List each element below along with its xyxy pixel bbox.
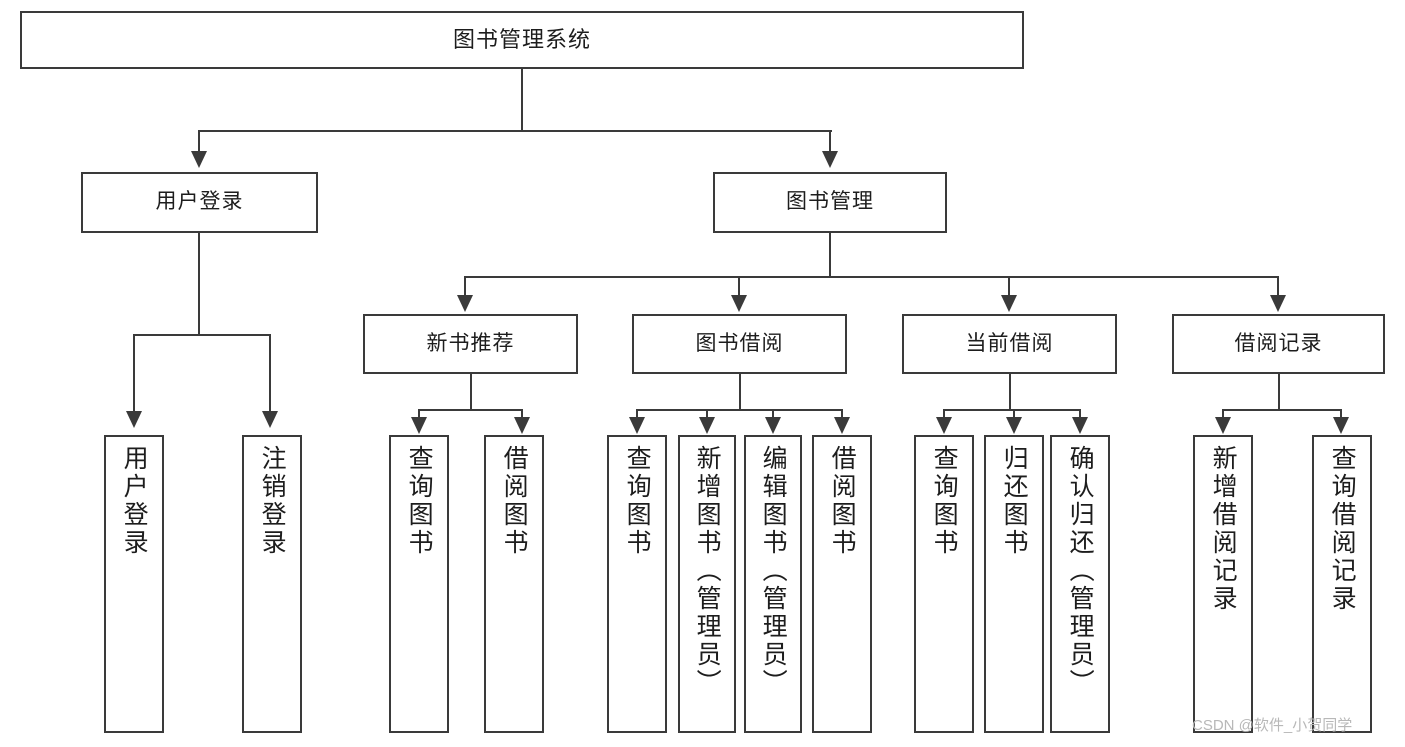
connector-root-bus [198, 130, 832, 132]
connector-cb-leg-2 [1013, 409, 1015, 418]
leaf-current-borrow-3[interactable]: 确认归还（管理员） [1050, 435, 1110, 733]
leaf-new-book-recommend-1[interactable]: 查询图书 [389, 435, 449, 733]
leaf-new-book-recommend-2[interactable]: 借阅图书 [484, 435, 544, 733]
arrowhead-br-leaf-2 [1333, 417, 1349, 434]
connector-user-login-trunk [198, 233, 200, 335]
node-label: 查询图书 [930, 445, 959, 557]
node-label: 当前借阅 [965, 331, 1054, 355]
node-label: 用户登录 [120, 445, 149, 557]
connector-br-trunk [1278, 374, 1280, 410]
connector-user-login-bus [133, 334, 270, 336]
connector-bb-bus [636, 409, 843, 411]
node-user-login[interactable]: 用户登录 [81, 172, 318, 233]
connector-nbr-leg-2 [521, 409, 523, 418]
arrowhead-cb-leaf-2 [1006, 417, 1022, 434]
connector-bb-leg-1 [636, 409, 638, 418]
node-label: 归还图书 [1000, 445, 1029, 557]
arrowhead-nbr-leaf-1 [411, 417, 427, 434]
leaf-user-login-2[interactable]: 注销登录 [242, 435, 302, 733]
node-book-borrow[interactable]: 图书借阅 [632, 314, 847, 374]
arrowhead-cb-leaf-1 [936, 417, 952, 434]
leaf-borrow-record-2[interactable]: 查询借阅记录 [1312, 435, 1372, 733]
node-label: 图书管理 [786, 190, 874, 214]
connector-bm-leg-1 [464, 276, 466, 296]
arrowhead-nbr-leaf-2 [514, 417, 530, 434]
connector-book-management-bus [464, 276, 1279, 278]
connector-br-leg-1 [1222, 409, 1224, 418]
arrowhead-user-login-leaf-2 [262, 411, 278, 428]
arrowhead-bb-leaf-3 [765, 417, 781, 434]
connector-book-management-trunk [829, 233, 831, 277]
node-label: 确认归还（管理员） [1066, 445, 1095, 697]
connector-user-login-leg-1 [133, 334, 135, 412]
node-label: 图书借阅 [695, 331, 784, 355]
node-label: 编辑图书（管理员） [759, 445, 788, 697]
node-label: 新增借阅记录 [1209, 445, 1238, 613]
connector-root-leg-right [829, 130, 831, 152]
node-label: 借阅图书 [500, 445, 529, 557]
connector-bm-leg-3 [1008, 276, 1010, 296]
connector-nbr-bus [418, 409, 523, 411]
node-book-management[interactable]: 图书管理 [713, 172, 947, 233]
connector-cb-leg-1 [943, 409, 945, 418]
connector-nbr-trunk [470, 374, 472, 410]
node-label: 查询图书 [623, 445, 652, 557]
connector-cb-leg-3 [1079, 409, 1081, 418]
node-label: 用户登录 [155, 190, 244, 214]
arrowhead-to-new-book-recommend [457, 295, 473, 312]
connector-user-login-leg-2 [269, 334, 271, 412]
node-current-borrow[interactable]: 当前借阅 [902, 314, 1117, 374]
node-label: 借阅记录 [1234, 331, 1323, 355]
connector-bb-leg-3 [772, 409, 774, 418]
node-label: 新增图书（管理员） [693, 445, 722, 697]
node-label: 借阅图书 [828, 445, 857, 557]
connector-nbr-leg-1 [418, 409, 420, 418]
node-borrow-record[interactable]: 借阅记录 [1172, 314, 1385, 374]
leaf-user-login-1[interactable]: 用户登录 [104, 435, 164, 733]
connector-root-leg-left [198, 130, 200, 152]
connector-root-trunk [521, 69, 523, 131]
connector-br-bus [1222, 409, 1342, 411]
arrowhead-bb-leaf-1 [629, 417, 645, 434]
connector-cb-trunk [1009, 374, 1011, 410]
node-label: 查询图书 [405, 445, 434, 557]
connector-br-leg-2 [1340, 409, 1342, 418]
node-label: 新书推荐 [426, 331, 515, 355]
leaf-current-borrow-2[interactable]: 归还图书 [984, 435, 1044, 733]
leaf-book-borrow-1[interactable]: 查询图书 [607, 435, 667, 733]
leaf-book-borrow-4[interactable]: 借阅图书 [812, 435, 872, 733]
arrowhead-to-book-borrow [731, 295, 747, 312]
node-label: 图书管理系统 [452, 27, 591, 53]
arrowhead-bb-leaf-2 [699, 417, 715, 434]
node-label: 查询借阅记录 [1328, 445, 1357, 613]
node-new-book-recommend[interactable]: 新书推荐 [363, 314, 578, 374]
leaf-book-borrow-2[interactable]: 新增图书（管理员） [678, 435, 736, 733]
arrowhead-bb-leaf-4 [834, 417, 850, 434]
arrowhead-to-current-borrow [1001, 295, 1017, 312]
leaf-borrow-record-1[interactable]: 新增借阅记录 [1193, 435, 1253, 733]
connector-bb-leg-4 [841, 409, 843, 418]
connector-cb-bus [943, 409, 1081, 411]
arrowhead-br-leaf-1 [1215, 417, 1231, 434]
connector-bb-leg-2 [706, 409, 708, 418]
connector-bm-leg-2 [738, 276, 740, 296]
node-label: 注销登录 [258, 445, 287, 557]
leaf-book-borrow-3[interactable]: 编辑图书（管理员） [744, 435, 802, 733]
arrowhead-to-borrow-record [1270, 295, 1286, 312]
arrowhead-user-login-leaf-1 [126, 411, 142, 428]
connector-bb-trunk [739, 374, 741, 410]
node-root-book-management-system[interactable]: 图书管理系统 [20, 11, 1024, 69]
csdn-watermark: CSDN @软件_小贺同学 [1192, 717, 1353, 734]
arrowhead-cb-leaf-3 [1072, 417, 1088, 434]
arrowhead-to-book-management [822, 151, 838, 168]
connector-bm-leg-4 [1277, 276, 1279, 296]
arrowhead-to-user-login [191, 151, 207, 168]
leaf-current-borrow-1[interactable]: 查询图书 [914, 435, 974, 733]
